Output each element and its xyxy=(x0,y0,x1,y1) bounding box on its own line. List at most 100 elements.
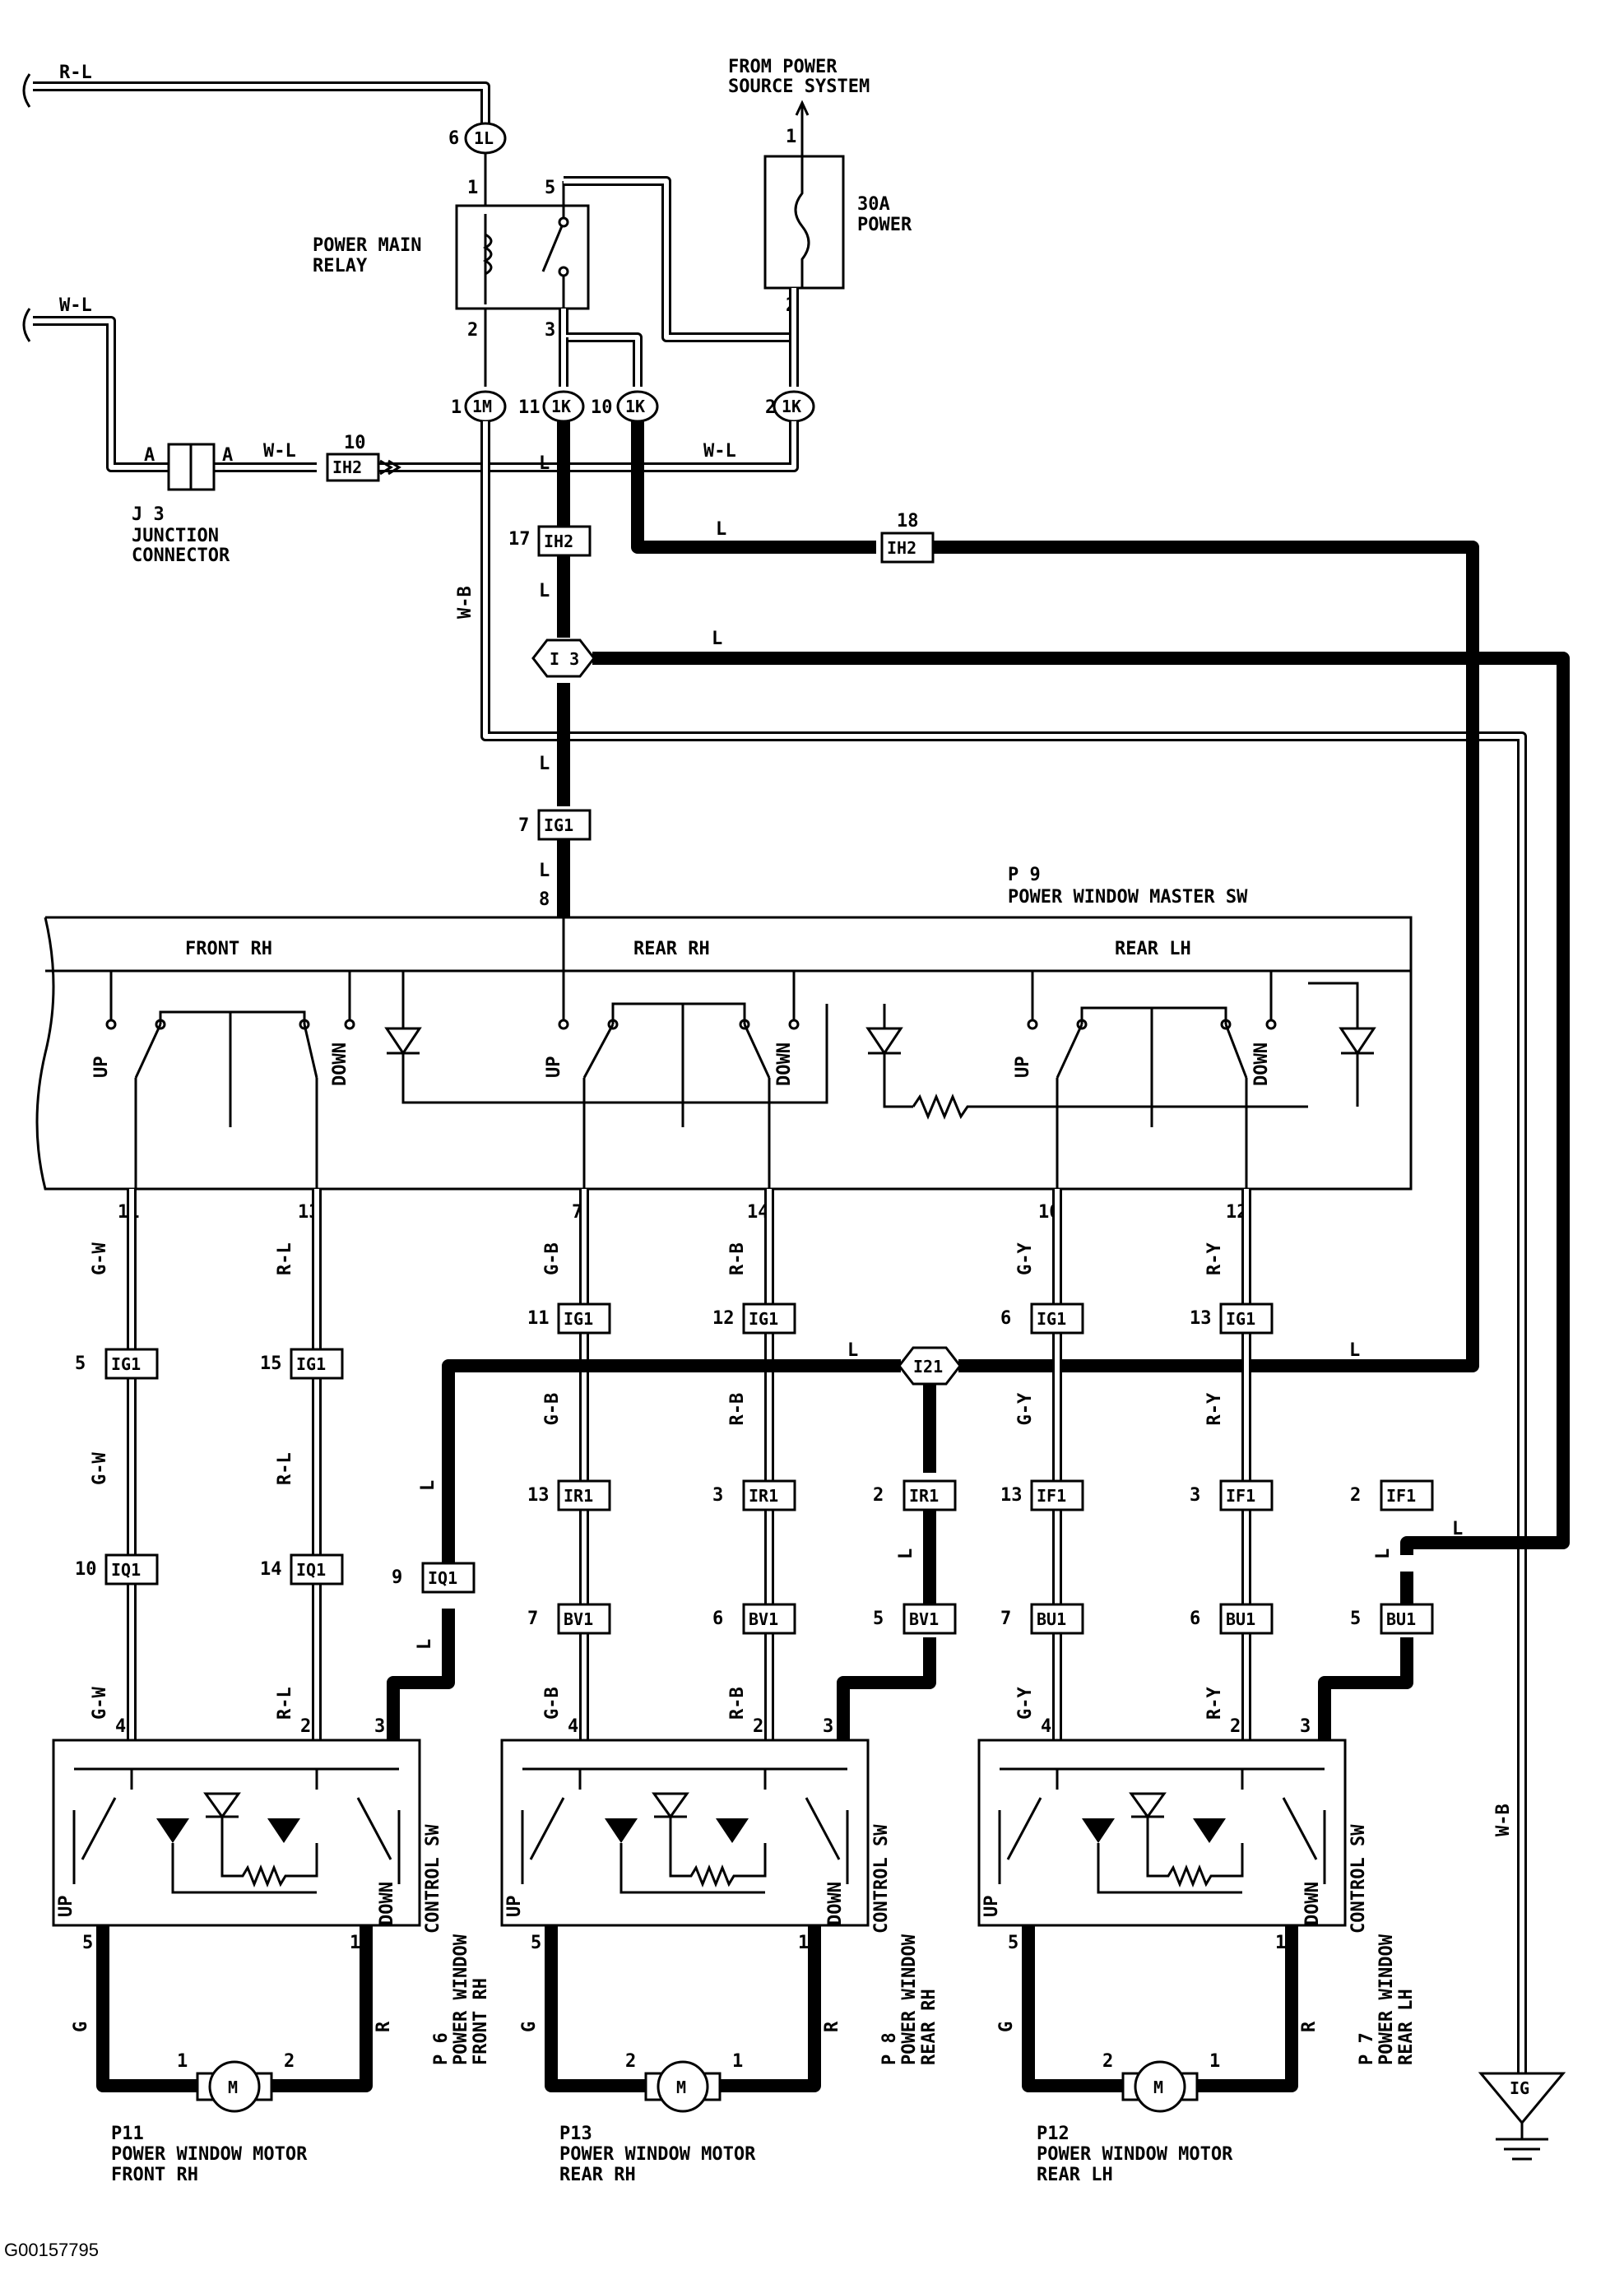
feed-2-c1-pin: 2 xyxy=(1350,1485,1361,1506)
column-4-c3-pin: 7 xyxy=(1000,1609,1011,1629)
column-3-end-pin: 2 xyxy=(753,1716,763,1737)
column-0-wire-label-3: G-W xyxy=(90,1687,110,1720)
motor-2-m: M xyxy=(1153,2078,1163,2097)
control-switch-2-r-label: R xyxy=(1299,2021,1320,2032)
master-up-2: UP xyxy=(544,1056,564,1079)
column-2-c2-label: IR1 xyxy=(564,1486,593,1506)
master-down-3: DOWN xyxy=(1251,1042,1272,1086)
column-4-end-pin: 4 xyxy=(1041,1716,1051,1737)
connector-ih2-18: 18 IH2 xyxy=(880,511,935,564)
master-up-3: UP xyxy=(1013,1056,1033,1079)
control-switch-2-pin-5: 5 xyxy=(1008,1933,1018,1953)
splice-i3-label: I 3 xyxy=(550,649,579,669)
connector-ih2-17: 17 IH2 xyxy=(508,525,592,557)
feed-2-c2-pin: 5 xyxy=(1350,1609,1361,1629)
feed-1-c2-pin: 5 xyxy=(873,1609,884,1629)
control-switch-0-pin-1: 1 xyxy=(350,1933,360,1953)
column-4-c3-label: BU1 xyxy=(1037,1609,1066,1629)
feed-1-c1-pin: 2 xyxy=(873,1485,884,1506)
column-2-c2-pin: 13 xyxy=(527,1485,550,1506)
motor-2-title-1: POWER WINDOW MOTOR xyxy=(1037,2144,1233,2165)
l-label-9: L xyxy=(1349,1340,1360,1361)
column-2-wire-label-3: G-B xyxy=(542,1687,563,1720)
control-switch-2-id: P 7 xyxy=(1357,2032,1377,2065)
master-pin-8: 8 xyxy=(539,889,550,910)
l-label-6: L xyxy=(712,629,722,649)
master-front-rh: FRONT RH xyxy=(185,939,272,959)
l-trunk-right: L xyxy=(631,421,1479,1372)
feed-0-l-label: L xyxy=(415,1639,435,1650)
master-down-1: DOWN xyxy=(330,1042,350,1086)
column-1-wire-label-2: R-L xyxy=(275,1452,295,1485)
feed-1-l-label: L xyxy=(896,1548,916,1559)
motor-0-pin-left: 1 xyxy=(177,2051,188,2072)
junction-pin-a-1: A xyxy=(144,445,155,466)
wb-wire-label-2: W-B xyxy=(1493,1804,1514,1836)
column-5-end-pin: 2 xyxy=(1230,1716,1241,1737)
column-3-c3-label: BV1 xyxy=(749,1609,778,1629)
connector-1m-label: 1M xyxy=(472,397,492,416)
footer-code: G00157795 xyxy=(4,2240,99,2260)
l-label-5: L xyxy=(716,519,726,540)
connector-row-top: 1 1M 11 1K 10 1K 2 1K xyxy=(451,309,815,423)
column-2-c1-pin: 11 xyxy=(527,1308,550,1329)
master-up-1: UP xyxy=(91,1056,112,1079)
l-label-8: L xyxy=(847,1340,858,1361)
motor-2-id: P12 xyxy=(1037,2124,1070,2144)
column-2-wire-label-2: G-B xyxy=(542,1393,563,1426)
l-label-3: L xyxy=(539,754,550,774)
column-4-wire-label-3: G-Y xyxy=(1015,1687,1036,1720)
motor-2-title-2: REAR LH xyxy=(1037,2165,1113,2185)
control-switch-1-up: UP xyxy=(504,1896,525,1918)
column-3-c2-label: IR1 xyxy=(749,1486,778,1506)
control-switch-2-name-1: POWER WINDOW xyxy=(1376,1934,1397,2065)
feed-2-c2: 5 BU1 xyxy=(1350,1603,1434,1635)
column-4-c2-label: IF1 xyxy=(1037,1486,1066,1506)
connector-1l: 6 1L xyxy=(448,122,507,155)
column-4-wire-label-1: G-Y xyxy=(1015,1242,1036,1275)
column-0-c2-label: IQ1 xyxy=(111,1560,141,1580)
control-switch-0-g-label: G xyxy=(71,2022,91,2032)
control-switch-1-r-label: R xyxy=(822,2021,842,2032)
control-switch-1-id: P 8 xyxy=(879,2032,900,2065)
column-0-wire-label-2: G-W xyxy=(90,1452,110,1485)
control-switch-0-r-label: R xyxy=(374,2021,394,2032)
control-switch-0-side: CONTROL SW xyxy=(423,1824,443,1934)
column-4-c3: 7 BU1 xyxy=(1000,1603,1084,1635)
connector-1k-10-pin: 10 xyxy=(591,397,613,418)
relay-to-fuse-wire xyxy=(564,176,794,342)
control-switch-1-side: CONTROL SW xyxy=(871,1824,892,1934)
control-switch-0-pin-5: 5 xyxy=(82,1933,93,1953)
splice-i21-label: I21 xyxy=(913,1357,943,1377)
column-0-c2-pin: 10 xyxy=(75,1559,97,1580)
feed-0-c1-pin: 9 xyxy=(392,1567,402,1588)
control-switch-1-pin-3: 3 xyxy=(823,1716,833,1737)
wl-wire-label: W-L xyxy=(59,295,92,316)
master-group-rear-lh: UP DOWN xyxy=(1013,982,1376,1189)
control-switch-2-side: CONTROL SW xyxy=(1348,1824,1369,1934)
connector-1m-pin: 1 xyxy=(451,397,462,418)
motor-1-m: M xyxy=(676,2078,686,2097)
l-main-feed: L L L L xyxy=(539,421,570,917)
motor-0-title-2: FRONT RH xyxy=(111,2165,198,2185)
ground-ig: IG xyxy=(1478,2072,1566,2161)
relay-pin-3: 3 xyxy=(545,320,555,341)
source-title-2: SOURCE SYSTEM xyxy=(728,77,870,97)
feed-2-c2-label: BU1 xyxy=(1386,1609,1416,1629)
l-label-2: L xyxy=(539,581,550,601)
power-source: FROM POWER SOURCE SYSTEM xyxy=(728,57,870,156)
junction-connector-j3: A A J 3 JUNCTION CONNECTOR xyxy=(132,443,233,566)
